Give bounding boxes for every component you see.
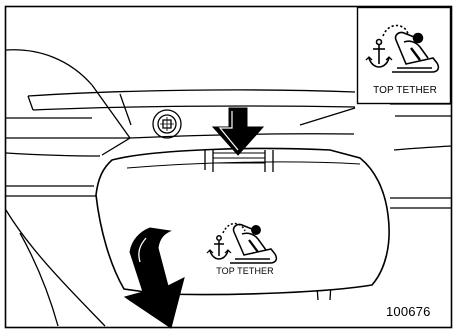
figure-number: 100676	[386, 304, 431, 319]
inset-label: TOP TETHER	[362, 85, 448, 96]
cover-label: TOP TETHER	[202, 266, 288, 276]
